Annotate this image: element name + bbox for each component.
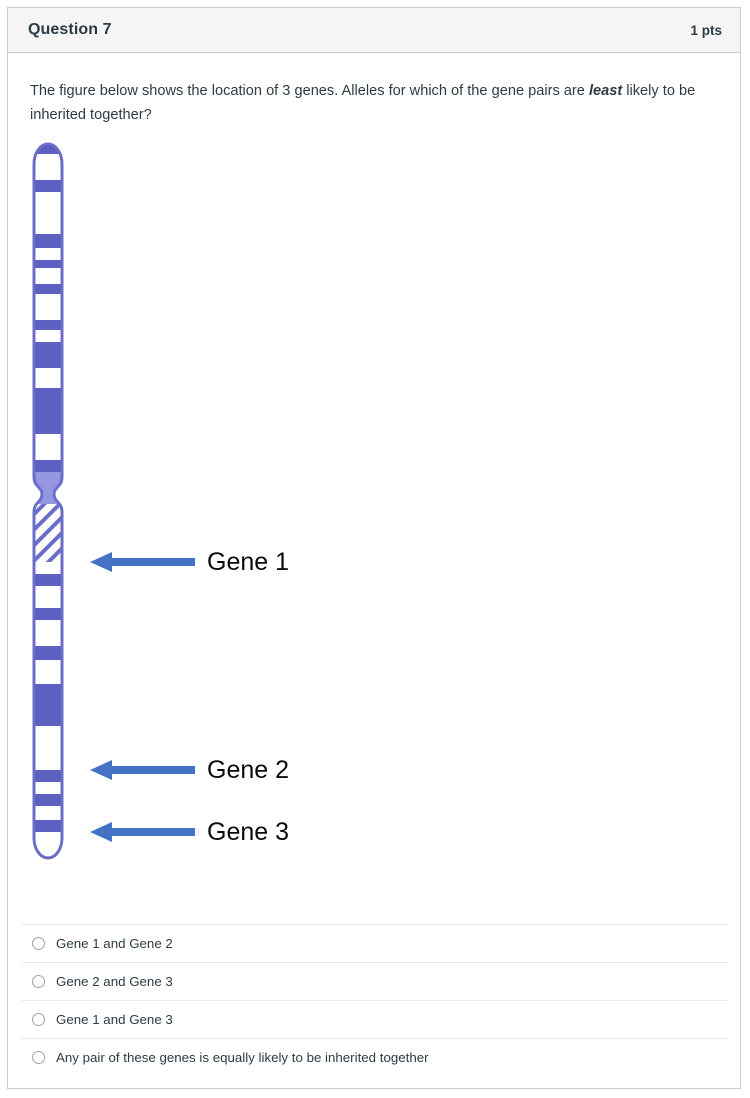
radio-icon[interactable] bbox=[32, 1013, 45, 1026]
answer-option-2-label: Gene 2 and Gene 3 bbox=[56, 973, 173, 989]
question-body: The figure below shows the location of 3… bbox=[8, 53, 740, 877]
answer-option-2[interactable]: Gene 2 and Gene 3 bbox=[22, 962, 728, 1000]
answer-option-3[interactable]: Gene 1 and Gene 3 bbox=[22, 1000, 728, 1038]
chromosome-outline bbox=[32, 142, 64, 860]
question-card: Question 7 1 pts The figure below shows … bbox=[7, 7, 741, 1089]
question-prompt: The figure below shows the location of 3… bbox=[30, 79, 718, 127]
chromosome-ideogram bbox=[32, 142, 64, 860]
gene-1-annotation: Gene 1 bbox=[90, 549, 289, 575]
gene-1-arrow-icon bbox=[90, 552, 195, 572]
gene-3-annotation: Gene 3 bbox=[90, 819, 289, 845]
question-points: 1 pts bbox=[690, 22, 722, 38]
radio-icon[interactable] bbox=[32, 937, 45, 950]
gene-2-label: Gene 2 bbox=[207, 755, 290, 784]
gene-3-label: Gene 3 bbox=[207, 817, 290, 846]
answer-list: Gene 1 and Gene 2 Gene 2 and Gene 3 Gene… bbox=[22, 924, 728, 1076]
answer-option-4-label: Any pair of these genes is equally likel… bbox=[56, 1049, 429, 1065]
question-prompt-part1: The figure below shows the location of 3… bbox=[30, 83, 589, 99]
question-header: Question 7 1 pts bbox=[8, 8, 740, 53]
answer-option-3-label: Gene 1 and Gene 3 bbox=[56, 1011, 173, 1027]
question-prompt-part2: likely to be inherited together? bbox=[30, 83, 696, 123]
gene-3-arrow-icon bbox=[90, 822, 195, 842]
radio-icon[interactable] bbox=[32, 975, 45, 988]
answer-option-4[interactable]: Any pair of these genes is equally likel… bbox=[22, 1038, 728, 1076]
question-prompt-emphasis: least bbox=[588, 83, 623, 99]
answer-option-1[interactable]: Gene 1 and Gene 2 bbox=[22, 924, 728, 962]
chromosome-bands bbox=[34, 144, 62, 858]
gene-2-annotation: Gene 2 bbox=[90, 757, 289, 783]
gene-1-label: Gene 1 bbox=[207, 547, 290, 576]
gene-figure: Gene 1 Gene 2 Gene 3 bbox=[30, 137, 740, 877]
gene-2-arrow-icon bbox=[90, 760, 195, 780]
answer-option-1-label: Gene 1 and Gene 2 bbox=[56, 935, 173, 951]
question-title: Question 7 bbox=[28, 21, 112, 38]
radio-icon[interactable] bbox=[32, 1051, 45, 1064]
